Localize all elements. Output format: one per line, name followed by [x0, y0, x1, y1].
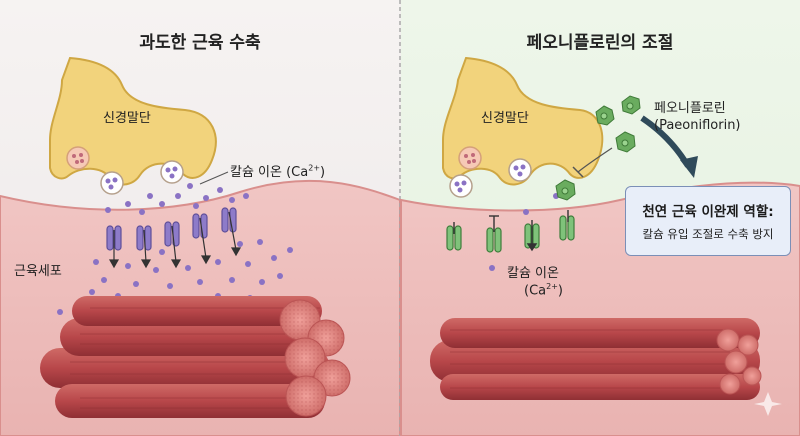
- right-muscle-fiber-bundle: [430, 318, 762, 400]
- right-vesicle-3: [508, 158, 532, 182]
- muscle-cell-label: 근육세포: [14, 264, 62, 279]
- callout-body: 칼슘 유입 조절로 수축 방지: [642, 227, 774, 241]
- right-calcium-ions: [489, 193, 559, 271]
- sparkle-icon: [754, 392, 782, 416]
- left-nerve-terminal-label: 신경말단: [103, 111, 151, 126]
- right-block-symbols: [453, 210, 569, 252]
- right-calcium-formula: (Ca2+): [524, 282, 563, 299]
- left-muscle-fiber-bundle: [40, 296, 351, 418]
- paeoniflorin-label: 페오니플로린: [654, 101, 726, 116]
- inhibition-line: [577, 147, 613, 173]
- right-blocked-channels: [446, 215, 575, 253]
- paeoniflorin-latin-label: (Paeoniflorin): [654, 118, 741, 133]
- left-vesicle-3: [160, 160, 184, 184]
- right-calcium-label: 칼슘 이온: [507, 266, 559, 281]
- left-vesicle-2: [100, 171, 124, 195]
- left-influx-arrows: [108, 211, 242, 269]
- right-vesicle-1: [458, 146, 482, 170]
- right-panel-title: 페오니플로린의 조절: [526, 33, 674, 53]
- right-nerve-terminal: [442, 56, 604, 186]
- right-nerve-terminal-label: 신경말단: [481, 111, 529, 126]
- left-vesicle-1: [66, 146, 90, 170]
- callout-heading: 천연 근육 이완제 역할:: [642, 204, 774, 220]
- right-vesicle-2: [449, 174, 473, 198]
- relaxant-callout-box: 천연 근육 이완제 역할: 칼슘 유입 조절로 수축 방지: [625, 186, 791, 256]
- left-panel-title: 과도한 근육 수축: [139, 33, 261, 53]
- left-panel: [0, 0, 401, 436]
- paeoniflorin-molecules: [555, 95, 641, 201]
- left-calcium-pointer: [199, 171, 229, 185]
- left-calcium-label: 칼슘 이온 (Ca2+): [230, 163, 326, 180]
